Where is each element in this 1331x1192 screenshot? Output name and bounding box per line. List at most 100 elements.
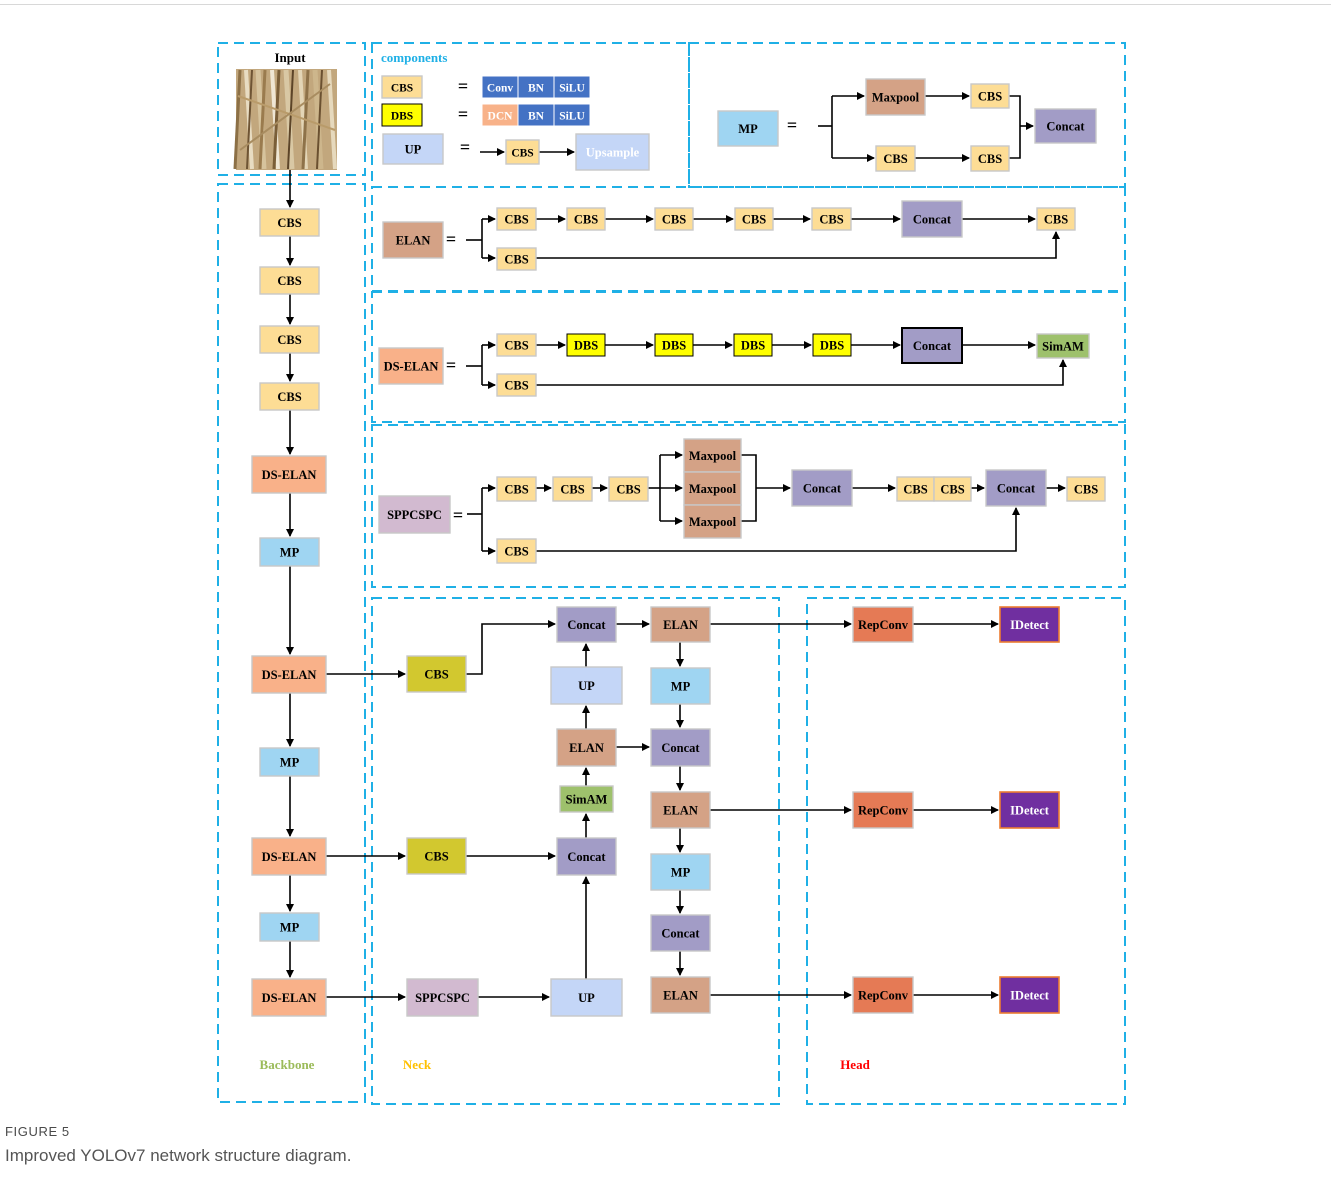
block-nk-simam: SimAM <box>560 786 613 812</box>
block-hd-repconv3: RepConv <box>853 977 913 1013</box>
block-label: CBS <box>574 213 598 227</box>
block-bb-dselan4: DS-ELAN <box>252 979 326 1016</box>
block-cmp-dcn: DCN <box>482 104 518 126</box>
equals-sign: = <box>446 229 456 249</box>
block-label: CBS <box>391 83 413 95</box>
equals-sign: = <box>458 104 468 124</box>
block-nk-concat-top: Concat <box>557 607 616 642</box>
block-label: Maxpool <box>689 515 737 529</box>
block-mp-maxpool: Maxpool <box>866 79 925 115</box>
block-elan-cbs1: CBS <box>497 208 536 230</box>
block-label: CBS <box>504 339 528 353</box>
block-spp-label: SPPCSPC <box>379 496 450 533</box>
block-spp-maxpool1: Maxpool <box>684 439 741 472</box>
frame-dselan <box>372 292 1125 422</box>
block-bb-dselan3: DS-ELAN <box>252 838 326 875</box>
block-spp-cbs2: CBS <box>553 477 592 501</box>
block-bb-cbs4: CBS <box>260 383 319 410</box>
block-mp-label: MP <box>718 111 778 146</box>
block-nk-elan1: ELAN <box>651 607 710 642</box>
block-nk-mp2: MP <box>651 854 710 890</box>
block-label: Maxpool <box>872 91 920 105</box>
block-label: CBS <box>616 483 640 497</box>
block-spp-concat1: Concat <box>792 470 852 506</box>
block-label: RepConv <box>858 618 909 632</box>
block-hd-idetect2: IDetect <box>1000 792 1059 828</box>
block-label: MP <box>671 680 691 694</box>
block-label: CBS <box>978 152 1002 166</box>
components-title: components <box>381 50 447 65</box>
block-label: CBS <box>940 483 964 497</box>
block-label: ELAN <box>569 741 604 755</box>
block-elan-label: ELAN <box>383 222 443 258</box>
connector-arrow <box>536 360 1063 385</box>
block-spp-concat2: Concat <box>986 470 1046 506</box>
block-label: CBS <box>277 390 301 404</box>
block-bb-cbs2: CBS <box>260 267 319 294</box>
block-spp-cbs-low: CBS <box>497 539 536 563</box>
block-nk-mp1: MP <box>651 668 710 704</box>
block-label: CBS <box>560 483 584 497</box>
block-dselan-dbs4: DBS <box>813 334 851 356</box>
block-elan-concat: Concat <box>902 201 962 237</box>
block-dselan-concat: Concat <box>902 328 962 363</box>
block-label: SPPCSPC <box>387 508 442 522</box>
block-label: IDetect <box>1010 804 1050 818</box>
block-hd-repconv1: RepConv <box>853 607 913 642</box>
block-label: RepConv <box>858 989 909 1003</box>
block-label: DS-ELAN <box>262 991 317 1005</box>
block-label: CBS <box>978 90 1002 104</box>
block-cmp-dbs: DBS <box>382 104 422 126</box>
block-label: MP <box>280 546 300 560</box>
block-label: SPPCSPC <box>415 991 470 1005</box>
block-hd-idetect3: IDetect <box>1000 977 1059 1013</box>
block-label: IDetect <box>1010 989 1050 1003</box>
block-label: SimAM <box>1042 340 1084 354</box>
block-label: DS-ELAN <box>262 850 317 864</box>
block-hd-repconv2: RepConv <box>853 792 913 828</box>
block-spp-maxpool3: Maxpool <box>684 505 741 538</box>
block-label: CBS <box>277 274 301 288</box>
equals-sign: = <box>787 115 797 135</box>
block-cmp-bn1: BN <box>518 76 554 98</box>
block-label: RepConv <box>858 804 909 818</box>
block-label: CBS <box>1074 483 1098 497</box>
block-label: CBS <box>819 213 843 227</box>
block-label: UP <box>405 143 422 157</box>
block-label: CBS <box>742 213 766 227</box>
block-mp-cbs1: CBS <box>971 84 1009 108</box>
block-label: CBS <box>504 213 528 227</box>
block-label: Upsample <box>586 146 640 160</box>
connector-arrow <box>1009 96 1020 158</box>
block-label: DBS <box>662 339 686 353</box>
block-mp-cbs3: CBS <box>971 146 1009 171</box>
block-label: CBS <box>511 148 533 160</box>
block-label: MP <box>738 122 758 136</box>
block-label: BN <box>528 111 545 123</box>
block-label: DBS <box>820 339 844 353</box>
block-label: SimAM <box>566 793 608 807</box>
block-elan-cbs5: CBS <box>812 208 851 230</box>
block-label: MP <box>671 866 691 880</box>
block-label: UP <box>578 679 595 693</box>
block-cmp-silu2: SiLU <box>554 104 590 126</box>
block-bb-dselan2: DS-ELAN <box>252 656 326 693</box>
block-cmp-silu1: SiLU <box>554 76 590 98</box>
equals-sign: = <box>458 76 468 96</box>
block-spp-cbs1: CBS <box>497 477 536 501</box>
input-label: Input <box>274 50 306 65</box>
block-label: CBS <box>883 152 907 166</box>
block-label: DBS <box>391 111 413 123</box>
equals-sign: = <box>453 505 463 525</box>
block-label: CBS <box>424 850 448 864</box>
block-label: CBS <box>1044 213 1068 227</box>
block-cmp-conv: Conv <box>482 76 518 98</box>
block-label: Concat <box>803 482 842 496</box>
block-label: DS-ELAN <box>384 360 439 374</box>
top-divider <box>0 4 1331 5</box>
block-label: ELAN <box>396 234 431 248</box>
connector-arrow <box>741 455 756 521</box>
block-cmp-up: UP <box>383 134 443 164</box>
block-label: Concat <box>661 927 700 941</box>
